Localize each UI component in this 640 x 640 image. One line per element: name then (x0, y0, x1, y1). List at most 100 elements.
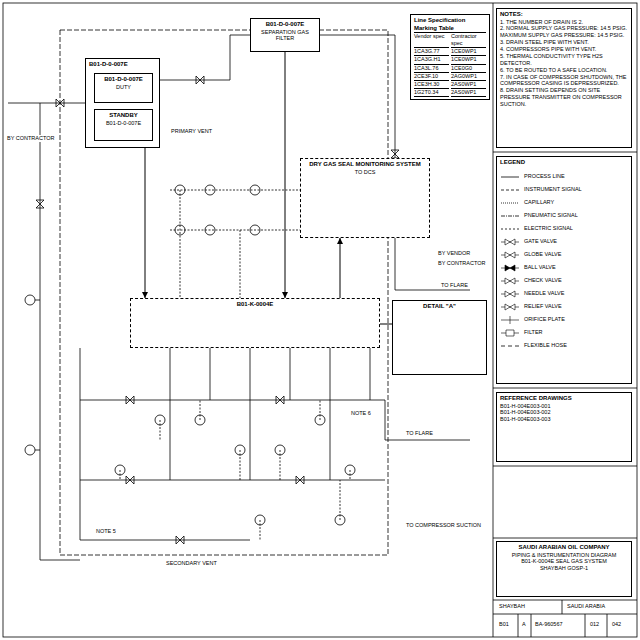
scope-label: BY CONTRACTOR (6, 135, 55, 142)
symbol-sample (505, 304, 515, 310)
node-heading: SAUDI ARABIAN OIL COMPANY (500, 544, 628, 552)
vent-label: SECONDARY VENT (165, 560, 218, 567)
panel-divider (493, 388, 637, 389)
symbol-sample (505, 265, 515, 271)
node-heading: B01-D-0-007E (254, 21, 316, 29)
compressor-box: B01-K-0004E (130, 298, 380, 348)
notes-box: NOTES:1. THE NUMBER OF DRAIN IS 2.2. NOR… (496, 8, 632, 148)
title-cell-line (585, 614, 586, 637)
legend-item: INSTRUMENT SIGNAL (500, 183, 628, 196)
sheet-frame (3, 3, 637, 637)
node-text: 1G2T0.34 (414, 89, 449, 97)
legend-text: GATE VALVE (524, 238, 557, 245)
symbol-sample (505, 252, 515, 258)
title-cell-line (493, 614, 637, 615)
line-sample (501, 176, 519, 177)
legend-sample (500, 251, 520, 259)
title-cell: 012 (589, 621, 600, 628)
signal-line (120, 400, 350, 540)
title-cell: A (521, 621, 527, 628)
node-heading: B01-K-0004E (134, 301, 376, 309)
node-text: 1CE0WP1 (451, 48, 486, 56)
legend-sample (500, 186, 520, 194)
symbol-sample (510, 316, 511, 324)
filter-package: B01-D-0-007EB01-D-0-007EDUTYSTANDBYB01-D… (85, 58, 160, 148)
legend-item: PNEUMATIC SIGNAL (500, 209, 628, 222)
filter-vessel: B01-D-0-007EDUTY (94, 73, 153, 103)
line-sample (501, 215, 519, 216)
legend-list: PROCESS LINEINSTRUMENT SIGNALCAPILLARYPN… (500, 170, 628, 352)
spec-table: Line Specification Marking TableVendor s… (410, 14, 490, 100)
symbol-sample (505, 278, 515, 284)
panel-divider (493, 152, 637, 153)
title-cell: BA-960567 (534, 621, 564, 628)
vent-label: PRIMARY VENT (170, 128, 213, 135)
legend-text: FILTER (524, 329, 543, 336)
legend-text: CHECK VALVE (524, 277, 562, 284)
node-text: 7. IN CASE OF COMPRESSOR SHUTDOWN, THE C… (500, 74, 628, 88)
panel-divider (493, 3, 494, 637)
legend-text: FLEXIBLE HOSE (524, 342, 567, 349)
node-text: SHAYBAH GOSP-1 (500, 565, 628, 572)
node-text: B01-H-004E003-003 (500, 416, 628, 423)
process-pipe (395, 290, 470, 291)
node-text: 1. THE NUMBER OF DRAIN IS 2. (500, 19, 628, 26)
process-pipe (160, 35, 250, 80)
title-cell-line (493, 600, 637, 601)
title-cell: B01 (498, 621, 510, 628)
node-heading: Line Specification Marking Table (414, 17, 486, 33)
filter-vessel: STANDBYB01-D-0-007E (94, 109, 153, 141)
legend-text: GLOBE VALVE (524, 251, 561, 258)
legend-sample (500, 173, 520, 181)
node-text: 2CE3F.10 (414, 73, 449, 81)
title-block: SAUDI ARABIAN OIL COMPANYPIPING & INSTRU… (496, 541, 632, 597)
reference-table: REFERENCE DRAWINGSB01-H-004E003-001B01-H… (496, 392, 632, 462)
node-text: 3. DRAIN STEEL PIPE WITH VENT. (500, 39, 628, 46)
legend-sample (500, 329, 520, 337)
destination-label: TO FLARE (440, 282, 469, 289)
node-text: 1CE0G0 (451, 65, 486, 73)
title-cell-line (518, 614, 519, 637)
node-heading: NOTES: (500, 11, 628, 19)
node-text: 1CA3L.76 (414, 65, 449, 73)
legend-sample (500, 303, 520, 311)
symbol-sample (505, 239, 515, 245)
legend-text: PROCESS LINE (524, 173, 565, 180)
node-text: B01-D-0-007E (98, 120, 149, 127)
title-cell-line (562, 600, 563, 614)
node-text: Contractor spec (451, 33, 486, 48)
process-pipe (170, 348, 370, 480)
legend-text: BALL VALVE (524, 264, 556, 271)
node-text: Vendor spec (414, 33, 449, 48)
scope-label: BY CONTRACTOR (437, 260, 486, 267)
node-text: PIPING & INSTRUMENTATION DIAGRAM (500, 552, 628, 559)
signal-line (170, 190, 300, 298)
legend-sample (500, 342, 520, 350)
monitoring-panel: DRY GAS SEAL MONITORING SYSTEMTO DCS (300, 158, 430, 238)
legend-sample (500, 238, 520, 246)
legend-text: INSTRUMENT SIGNAL (524, 186, 582, 193)
symbol-sample (505, 291, 515, 297)
node-heading: B01-D-0-007E (98, 76, 149, 84)
node-text: 8. DRAIN SETTING DEPENDS ON SITE PRESSUR… (500, 87, 628, 108)
scope-label: BY VENDOR (437, 250, 471, 257)
line-sample (501, 202, 519, 203)
node-text: 1CE0WP1 (451, 56, 486, 64)
legend-sample (500, 290, 520, 298)
node-text: 6. TO BE ROUTED TO A SAFE LOCATION. (500, 67, 628, 74)
legend-item: RELIEF VALVE (500, 300, 628, 313)
title-cell: 042 (611, 621, 622, 628)
node-text: B01-K-0004E SEAL GAS SYSTEM (500, 558, 628, 565)
note-callout: NOTE 5 (95, 528, 117, 535)
node-text: 1CA3G.H1 (414, 56, 449, 64)
legend-item: FLEXIBLE HOSE (500, 339, 628, 352)
line-sample (501, 345, 519, 346)
title-cell-line (531, 614, 532, 637)
process-connector (380, 324, 392, 325)
process-connector (340, 238, 341, 298)
process-connector (145, 148, 146, 298)
legend-item: FILTER (500, 326, 628, 339)
process-connector (285, 52, 286, 298)
